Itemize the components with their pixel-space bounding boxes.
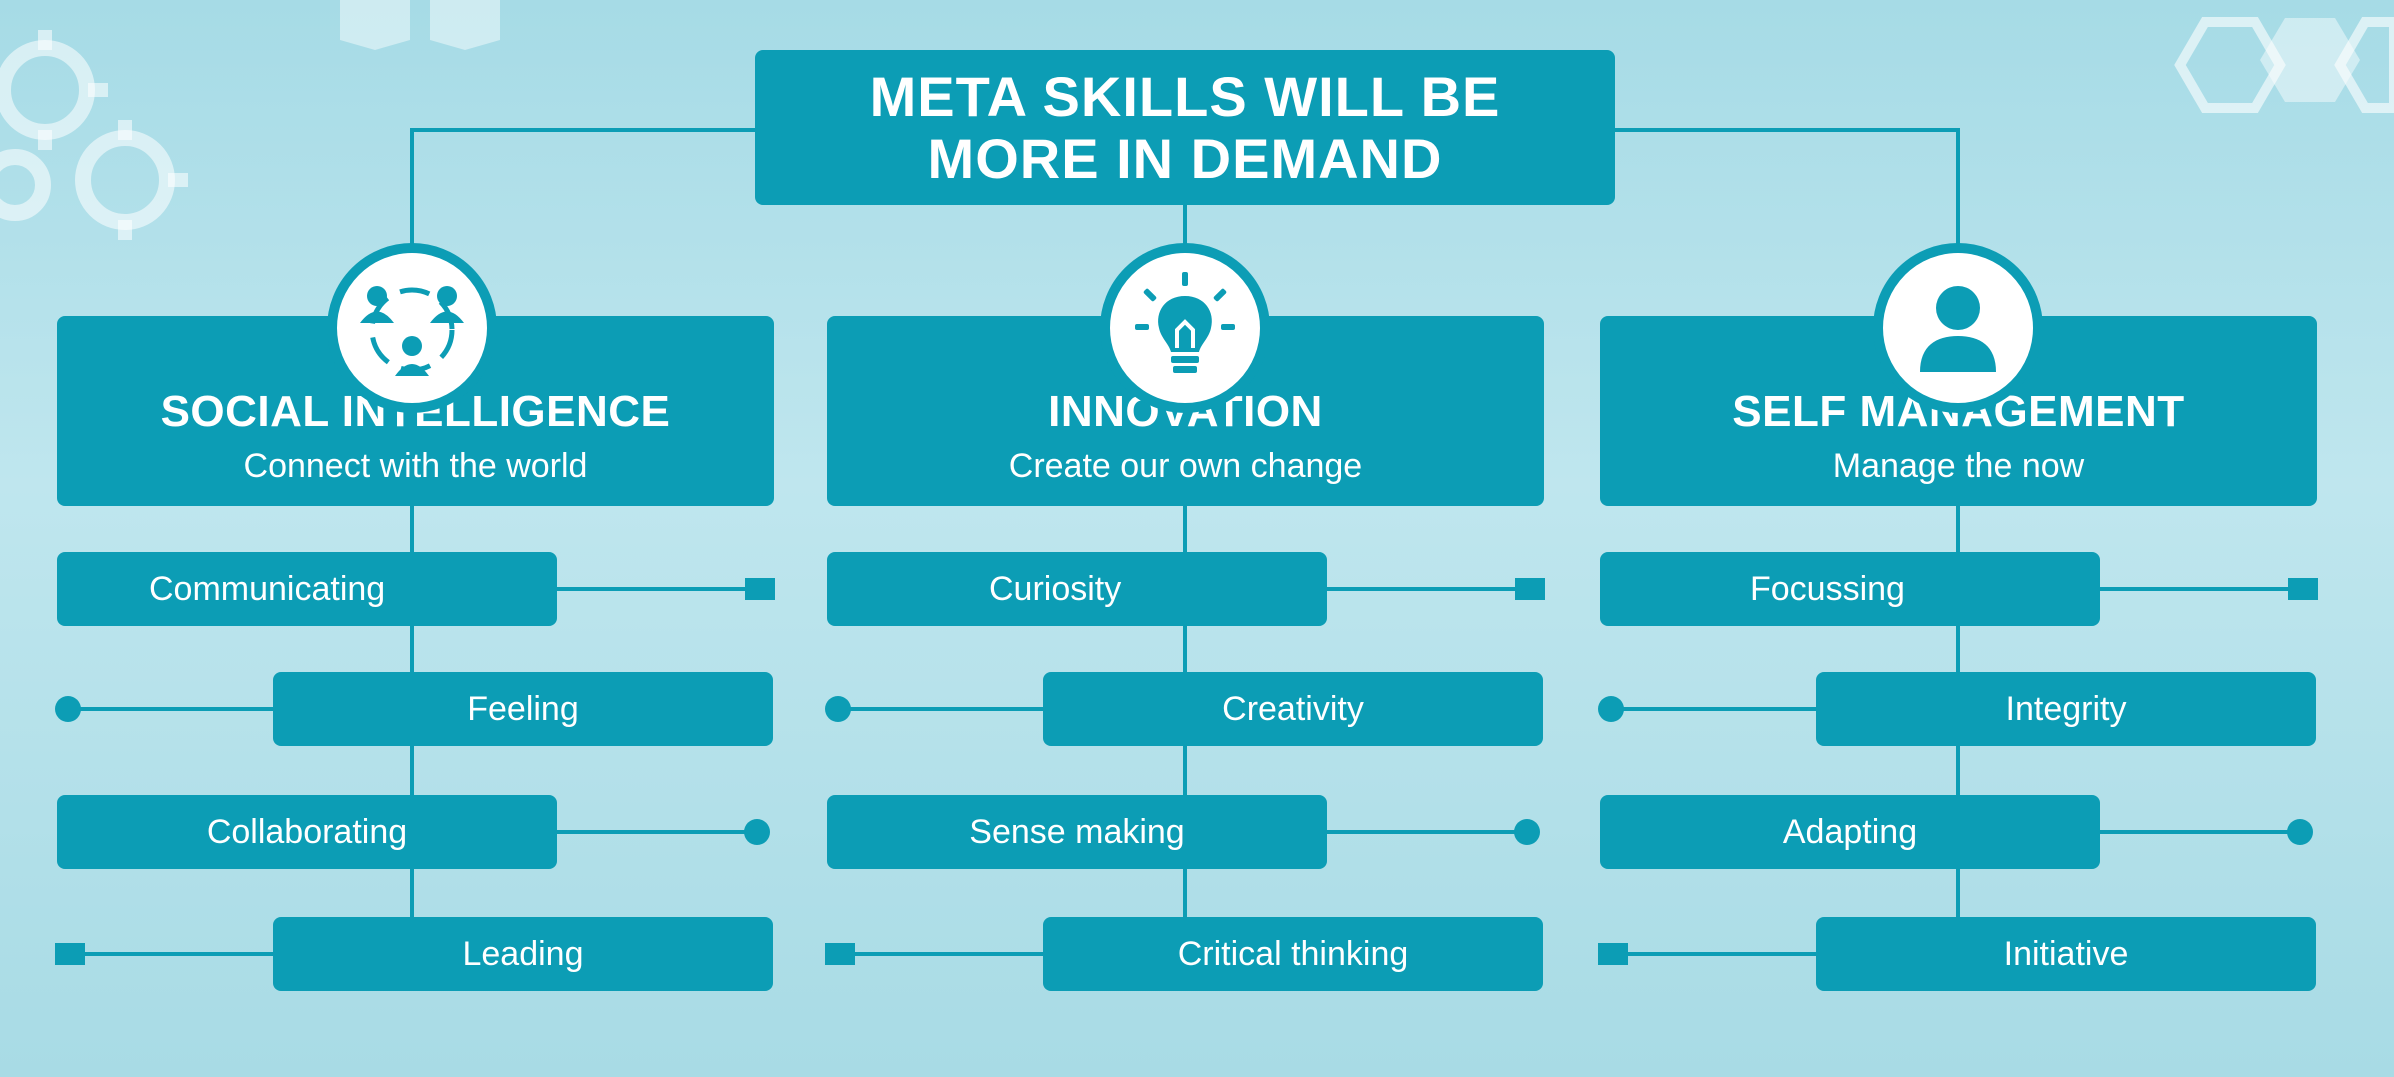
square-terminal bbox=[2288, 578, 2318, 600]
dot-terminal bbox=[1514, 819, 1540, 845]
person-icon bbox=[1920, 286, 1996, 372]
skill-connector bbox=[2100, 587, 2293, 591]
skill-connector bbox=[2100, 830, 2293, 834]
dot-terminal bbox=[744, 819, 770, 845]
skill-box-communicating: Communicating bbox=[57, 552, 557, 626]
hexagon-decoration-top bbox=[340, 0, 500, 50]
main-title-line2: MORE IN DEMAND bbox=[927, 126, 1443, 190]
square-terminal bbox=[745, 578, 775, 600]
skill-label: Communicating bbox=[149, 569, 386, 608]
skill-box-integrity: Integrity bbox=[1816, 672, 2316, 746]
skill-label: Sense making bbox=[969, 812, 1185, 851]
skill-connector bbox=[557, 830, 750, 834]
skill-label: Focussing bbox=[1750, 569, 1905, 608]
skill-box-creativity: Creativity bbox=[1043, 672, 1543, 746]
lightbulb-icon bbox=[1135, 272, 1235, 373]
skill-label: Critical thinking bbox=[1177, 934, 1409, 973]
category-subtitle: Connect with the world bbox=[243, 446, 588, 485]
skill-label: Collaborating bbox=[206, 812, 408, 851]
skill-connector bbox=[1609, 707, 1816, 711]
skill-label: Creativity bbox=[1222, 689, 1364, 728]
skill-box-initiative: Initiative bbox=[1816, 917, 2316, 991]
main-title-line1: META SKILLS WILL BE bbox=[869, 64, 1501, 128]
skill-connector bbox=[836, 707, 1043, 711]
skill-connector bbox=[1327, 587, 1520, 591]
square-terminal bbox=[1515, 578, 1545, 600]
connector-left-down bbox=[410, 128, 414, 298]
skill-label: Integrity bbox=[2005, 689, 2127, 728]
skill-box-collaborating: Collaborating bbox=[57, 795, 557, 869]
dot-terminal bbox=[1598, 696, 1624, 722]
skill-box-curiosity: Curiosity bbox=[827, 552, 1327, 626]
skill-connector bbox=[1609, 952, 1816, 956]
square-terminal bbox=[55, 943, 85, 965]
connector-right-down bbox=[1956, 128, 1960, 298]
category-icon-circle bbox=[1100, 243, 1270, 413]
category-icon-circle bbox=[327, 243, 497, 413]
skill-connector bbox=[66, 707, 273, 711]
skill-label: Initiative bbox=[2003, 934, 2129, 973]
skill-label: Leading bbox=[462, 934, 584, 973]
dot-terminal bbox=[55, 696, 81, 722]
skill-connector bbox=[1327, 830, 1520, 834]
skill-box-adapting: Adapting bbox=[1600, 795, 2100, 869]
skill-box-critical-thinking: Critical thinking bbox=[1043, 917, 1543, 991]
dot-terminal bbox=[2287, 819, 2313, 845]
category-subtitle: Create our own change bbox=[1008, 446, 1363, 485]
connector-title-right bbox=[1615, 128, 1960, 132]
skill-connector bbox=[557, 587, 750, 591]
hexagon-decoration-right bbox=[2174, 17, 2394, 113]
skill-connector bbox=[836, 952, 1043, 956]
dot-terminal bbox=[825, 696, 851, 722]
gears-decoration bbox=[0, 30, 188, 240]
connector-title-left bbox=[410, 128, 755, 132]
main-title: META SKILLS WILL BE MORE IN DEMAND bbox=[869, 64, 1501, 190]
skill-label: Feeling bbox=[467, 689, 579, 728]
skill-box-leading: Leading bbox=[273, 917, 773, 991]
people-network-icon bbox=[360, 286, 464, 376]
square-terminal bbox=[1598, 943, 1628, 965]
skill-box-sense-making: Sense making bbox=[827, 795, 1327, 869]
skill-box-focussing: Focussing bbox=[1600, 552, 2100, 626]
skill-connector bbox=[66, 952, 273, 956]
category-icon-circle bbox=[1873, 243, 2043, 413]
skill-box-feeling: Feeling bbox=[273, 672, 773, 746]
main-title-box: META SKILLS WILL BE MORE IN DEMAND bbox=[755, 50, 1615, 205]
square-terminal bbox=[825, 943, 855, 965]
skill-label: Curiosity bbox=[989, 569, 1122, 608]
category-subtitle: Manage the now bbox=[1832, 446, 2085, 485]
skill-label: Adapting bbox=[1782, 812, 1918, 851]
